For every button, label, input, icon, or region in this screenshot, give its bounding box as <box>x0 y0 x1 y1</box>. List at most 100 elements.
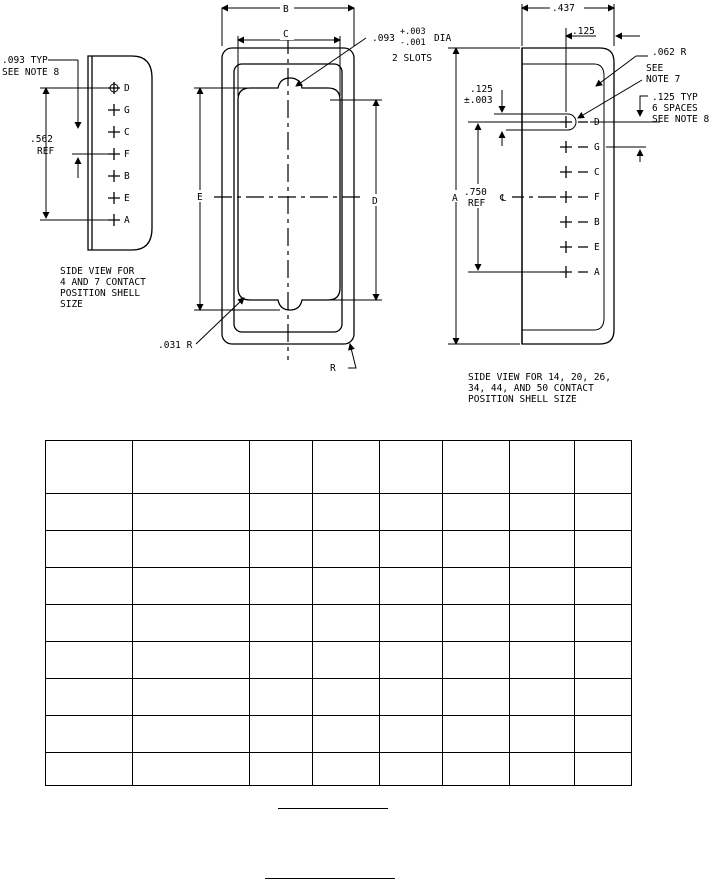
right-see-note-line-1: SEE <box>646 63 663 74</box>
table-cell <box>312 440 380 494</box>
table-row <box>45 604 632 642</box>
left-caption-line-4: SIZE <box>60 299 83 310</box>
center-dim-b: B <box>283 4 289 15</box>
table-cell <box>132 530 250 568</box>
center-insert-cavity <box>237 77 341 311</box>
table-cell <box>312 752 380 786</box>
table-cell <box>312 604 380 642</box>
right-shell-inner-line <box>522 63 605 331</box>
table-row <box>45 641 632 679</box>
left-caption-line-2: 4 AND 7 CONTACT <box>60 277 146 288</box>
right-dim-spacing-line-3: SEE NOTE 8 <box>652 114 709 125</box>
table-cell <box>509 440 575 494</box>
table-cell <box>509 604 575 642</box>
table-cell <box>509 530 575 568</box>
table-cell <box>45 604 133 642</box>
table-cell <box>442 493 510 531</box>
right-dim-ref-value: .750 <box>464 187 487 198</box>
table-cell <box>312 678 380 716</box>
table-cell <box>574 604 632 642</box>
table-cell <box>249 678 313 716</box>
table-cell <box>442 567 510 605</box>
table-cell <box>379 678 443 716</box>
table-cell <box>574 715 632 753</box>
left-contact-g: G <box>124 105 130 116</box>
table-cell <box>249 752 313 786</box>
table-cell <box>249 604 313 642</box>
table-cell <box>312 715 380 753</box>
table-cell <box>574 567 632 605</box>
table-cell <box>132 715 250 753</box>
table-row <box>45 752 632 786</box>
right-shell-outline <box>521 47 615 345</box>
center-slot-dia: .093 <box>372 33 395 44</box>
table-cell <box>442 530 510 568</box>
table-cell <box>379 530 443 568</box>
right-centerline-symbol: ℄ <box>499 193 507 204</box>
table-cell <box>45 530 133 568</box>
right-caption-line-2: 34, 44, AND 50 CONTACT <box>468 383 594 394</box>
table-cell <box>132 678 250 716</box>
table-cell <box>132 567 250 605</box>
signature-rule-lower <box>265 878 395 879</box>
left-caption-line-3: POSITION SHELL <box>60 288 140 299</box>
right-slot <box>506 113 577 131</box>
table-cell <box>574 493 632 531</box>
table-cell <box>249 530 313 568</box>
center-dim-c: C <box>283 29 289 40</box>
table-row <box>45 493 632 531</box>
table-cell <box>509 678 575 716</box>
right-contact-g: G <box>594 142 600 153</box>
table-cell <box>442 440 510 494</box>
table-cell <box>312 493 380 531</box>
table-cell <box>312 567 380 605</box>
table-cell <box>45 493 133 531</box>
center-slot-tol-plus: +.003 <box>400 27 426 37</box>
table-cell <box>509 641 575 679</box>
left-contact-f: F <box>124 149 130 160</box>
center-slot-tol-minus: -.001 <box>400 38 426 48</box>
left-contact-markers <box>108 82 120 226</box>
right-dim-width: .437 <box>552 3 575 14</box>
left-dim-typ: .093 TYP <box>2 55 48 66</box>
table-cell <box>45 715 133 753</box>
table-cell <box>442 715 510 753</box>
table-cell <box>312 641 380 679</box>
table-cell <box>379 752 443 786</box>
table-cell <box>45 752 133 786</box>
table-row <box>45 715 632 753</box>
table-row <box>45 567 632 605</box>
table-cell <box>379 641 443 679</box>
right-contact-b: B <box>594 217 600 228</box>
left-contact-c: C <box>124 127 130 138</box>
table-cell <box>574 678 632 716</box>
right-dim-radius: .062 R <box>652 47 687 58</box>
center-slot-count: 2 SLOTS <box>392 53 432 64</box>
table-cell <box>249 440 313 494</box>
table-cell <box>312 530 380 568</box>
table-cell <box>379 440 443 494</box>
right-dim-a: A <box>452 193 458 204</box>
table-cell <box>45 567 133 605</box>
table-cell <box>509 715 575 753</box>
table-cell <box>574 752 632 786</box>
left-contact-b: B <box>124 171 130 182</box>
right-contact-c: C <box>594 167 600 178</box>
table-row <box>45 678 632 716</box>
table-cell <box>132 641 250 679</box>
dimension-table <box>45 440 632 786</box>
left-caption-line-1: SIDE VIEW FOR <box>60 266 135 277</box>
left-dim-typ-note: SEE NOTE 8 <box>2 67 59 78</box>
center-corner-radius: .031 R <box>158 340 193 351</box>
right-dim-spacing-line-1: .125 TYP <box>652 92 698 103</box>
right-dim-slot-tol: ±.003 <box>464 95 493 106</box>
table-cell <box>45 440 133 494</box>
center-dim-e: E <box>197 192 203 203</box>
table-cell <box>45 641 133 679</box>
right-dim-slot: .125 <box>470 84 493 95</box>
right-side-view: D G C F B E A .437 .125 .062 R SEE NOTE … <box>448 2 709 405</box>
connector-shell-drawing: D G C F B E A .093 TYP SEE NOTE 8 .562 R… <box>2 2 709 405</box>
left-dim-ref-suffix: REF <box>37 146 54 157</box>
table-row <box>45 440 632 494</box>
right-dim-offset: .125 <box>572 26 595 37</box>
